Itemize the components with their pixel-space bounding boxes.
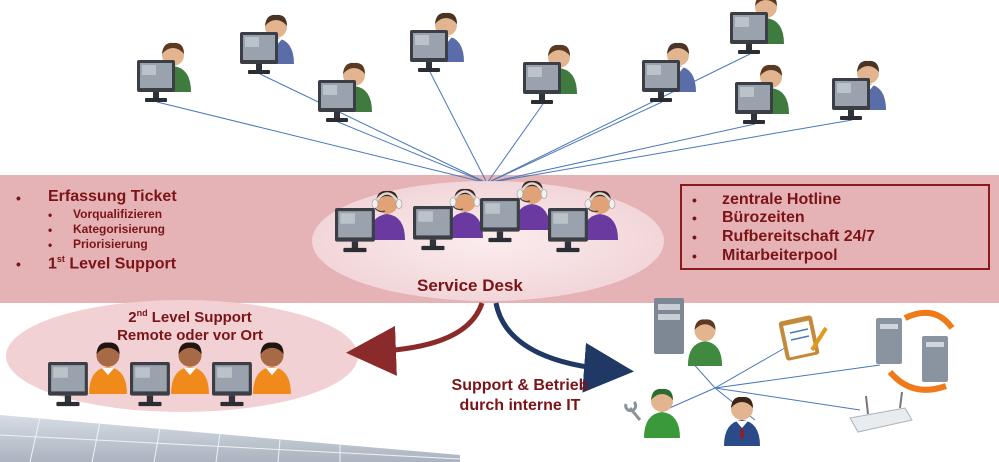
user-at-computer-icon (730, 0, 784, 54)
solar-panel-background (0, 415, 460, 462)
connector-line (486, 119, 853, 184)
connector-line (486, 103, 544, 184)
user-at-computer-icon (318, 62, 372, 122)
bullet: • (692, 229, 697, 245)
second-level-line2: Remote oder vor Ort (117, 327, 263, 344)
feature-staff-pool: Mitarbeiterpool (722, 247, 838, 264)
internal-it-line1: Support & Betrieb (451, 377, 589, 394)
connector-line (429, 71, 488, 184)
second-level-label: 2nd Level Support Remote oder vor Ort (90, 304, 290, 345)
feature-office-hours: Bürozeiten (722, 209, 805, 226)
connector-line (486, 123, 756, 184)
feature-on-call: Rufbereitschaft 24/7 (722, 228, 875, 245)
router-icon (849, 391, 913, 433)
subtask-categorize: Kategorisierung (73, 222, 166, 236)
service-desk-features-box: • zentrale Hotline • Bürozeiten • Rufber… (680, 184, 990, 270)
service-desk-label: Service Desk (417, 276, 523, 295)
user-at-computer-icon (523, 44, 577, 104)
business-user-icon (687, 319, 723, 366)
sub-bullet: • (48, 208, 53, 222)
arrow-to-internal-it (493, 302, 634, 393)
bullet: • (692, 248, 697, 264)
bullet: • (692, 210, 697, 226)
support-technician-icon (212, 342, 291, 407)
feature-central-hotline: zentrale Hotline (722, 191, 842, 208)
task-ticket-capture: Erfassung Ticket (48, 188, 177, 205)
connector-line (156, 101, 488, 184)
server-sync-icon (876, 309, 955, 393)
bullet: • (692, 192, 697, 208)
clipboard-icon (778, 315, 828, 361)
it-connector-lines (664, 344, 881, 421)
user-at-computer-icon (735, 64, 789, 124)
user-at-computer-icon (137, 42, 191, 102)
subtask-prioritize: Priorisierung (73, 237, 148, 251)
connector-line (486, 101, 663, 184)
connector-line (337, 121, 488, 184)
bullet: • (16, 190, 21, 206)
sub-bullet: • (48, 238, 53, 252)
user-at-computer-icon (240, 14, 294, 74)
sub-bullet: • (48, 223, 53, 237)
headset-agent-icon (548, 190, 618, 253)
support-technician-icon (48, 342, 127, 407)
support-technician-icon (130, 342, 209, 407)
headset-agent-icon (413, 188, 483, 251)
arrow-to-second-level (346, 302, 485, 376)
headset-agent-icon (335, 190, 405, 253)
internal-it-label: Support & Betrieb durch interne IT (420, 376, 620, 416)
internal-it-line2: durch interne IT (459, 397, 581, 414)
technician-icon (624, 388, 680, 438)
second-level-line1: 2nd Level Support (128, 308, 252, 326)
connector-line (486, 53, 751, 184)
headset-agent-icon (480, 180, 550, 243)
subtask-prequalify: Vorqualifizieren (73, 207, 163, 221)
connector-line (259, 73, 488, 184)
bullet: • (16, 256, 21, 272)
user-at-computer-icon (832, 60, 886, 120)
business-user-icon (724, 396, 760, 446)
user-at-computer-icon (642, 42, 696, 102)
task-first-level: 1st Level Support (48, 254, 177, 273)
user-at-computer-icon (410, 12, 464, 72)
server-icon (654, 298, 684, 354)
